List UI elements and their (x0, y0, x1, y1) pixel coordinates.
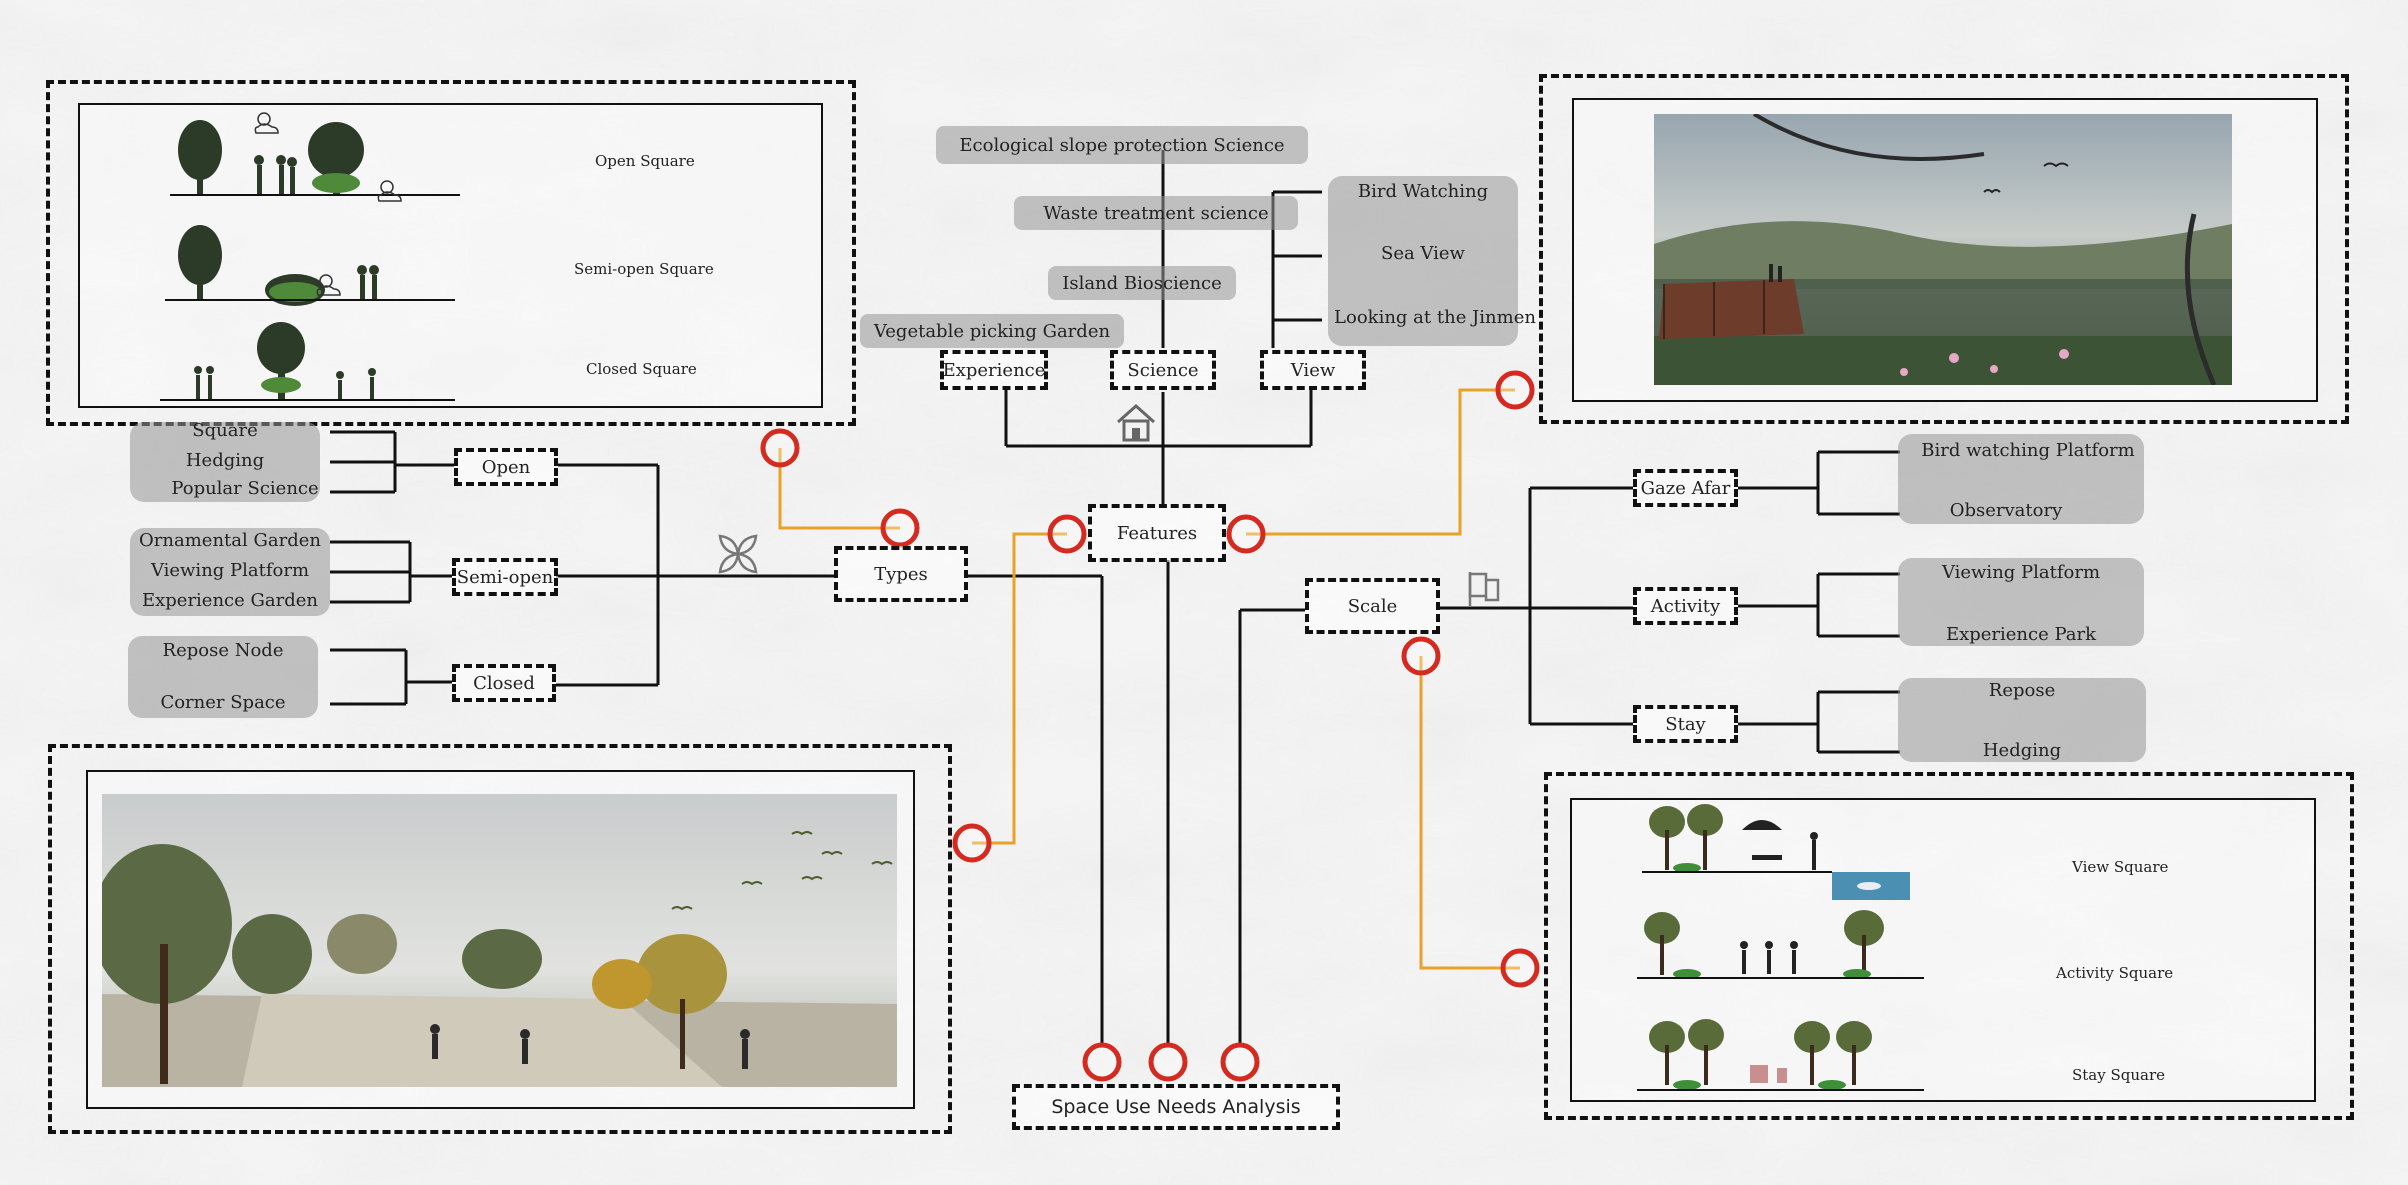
connector-circle (1226, 514, 1266, 554)
illustration-label: Open Square (595, 152, 695, 170)
tree-icon (178, 120, 222, 195)
view-photo-panel (1539, 74, 2349, 424)
connector-circle (1500, 948, 1540, 988)
connector-circle (1220, 1042, 1260, 1082)
people-icon (194, 366, 214, 399)
semi-open-node[interactable]: Semi-open (452, 558, 558, 596)
scale-illustration-panel (1544, 772, 2354, 1120)
connector-circle (760, 428, 800, 468)
illustration-label: Activity Square (2056, 964, 2174, 982)
semi-open-items-group: Ornamental Garden Viewing Platform Exper… (130, 528, 330, 616)
house-icon (1117, 403, 1155, 442)
scale-illustration-drawing (1637, 804, 1924, 1091)
features-hub[interactable]: Features (1088, 504, 1226, 562)
space-use-needs-analysis-node[interactable]: Space Use Needs Analysis (1012, 1084, 1340, 1130)
connector-circle (1401, 636, 1441, 676)
closed-node[interactable]: Closed (452, 664, 556, 702)
activity-node[interactable]: Activity (1633, 587, 1738, 625)
connector-circle (1082, 1042, 1122, 1082)
science-item-tag: Ecological slope protection Science (936, 126, 1308, 164)
connector-circle (1047, 514, 1087, 554)
flag-icon (1468, 572, 1500, 606)
people-icon (254, 155, 297, 195)
connector-circle (1495, 370, 1535, 410)
gaze-afar-items-group: Bird watching Platform Observatory (1898, 434, 2144, 524)
connector-circle (1148, 1042, 1188, 1082)
sun-cloud-icon (254, 112, 402, 296)
flower-icon (718, 534, 758, 574)
illustration-label: Stay Square (2072, 1066, 2166, 1084)
connector-circle (952, 823, 992, 863)
lake-pier-photo (1654, 114, 2232, 385)
types-illustration-frame: Open Square Semi-open Square Closed Squa… (78, 103, 823, 408)
closed-items-group: Repose Node Corner Space (128, 636, 318, 718)
view-items-group: Bird Watching Sea View Looking at the Ji… (1328, 176, 1536, 346)
science-node[interactable]: Science (1110, 350, 1216, 390)
types-illustration-panel (46, 80, 856, 426)
illustration-label: Closed Square (586, 360, 697, 378)
illustration-label: View Square (2072, 858, 2169, 876)
science-item-tag: Waste treatment science (1014, 196, 1298, 230)
stay-items-group: Repose Hedging (1898, 678, 2146, 762)
waterfront-plaza-photo (102, 794, 897, 1087)
gaze-afar-node[interactable]: Gaze Afar (1633, 469, 1738, 507)
science-item-tag: Island Bioscience (1048, 266, 1236, 300)
activity-items-group: Viewing Platform Experience Park (1898, 558, 2144, 646)
view-node[interactable]: View (1260, 350, 1366, 390)
open-items-group: Square Hedging Popular Science (130, 420, 320, 502)
scale-hub[interactable]: Scale (1305, 578, 1440, 634)
stay-node[interactable]: Stay (1633, 705, 1738, 743)
experience-item-tag: Vegetable picking Garden (860, 314, 1124, 348)
tree-icon (178, 225, 222, 299)
experience-node[interactable]: Experience (940, 350, 1048, 390)
open-node[interactable]: Open (454, 448, 558, 486)
people-icon (357, 265, 379, 299)
connector-circle (880, 508, 920, 548)
types-illustration-drawing (160, 112, 460, 401)
bird-icon (1983, 162, 2069, 194)
people-icon (336, 368, 376, 400)
types-hub[interactable]: Types (834, 546, 968, 602)
illustration-label: Semi-open Square (574, 260, 714, 278)
bird-icon (671, 831, 893, 911)
types-photo-panel (48, 744, 952, 1134)
scale-illustration-frame: View Square Activity Square Stay Square (1570, 798, 2316, 1102)
